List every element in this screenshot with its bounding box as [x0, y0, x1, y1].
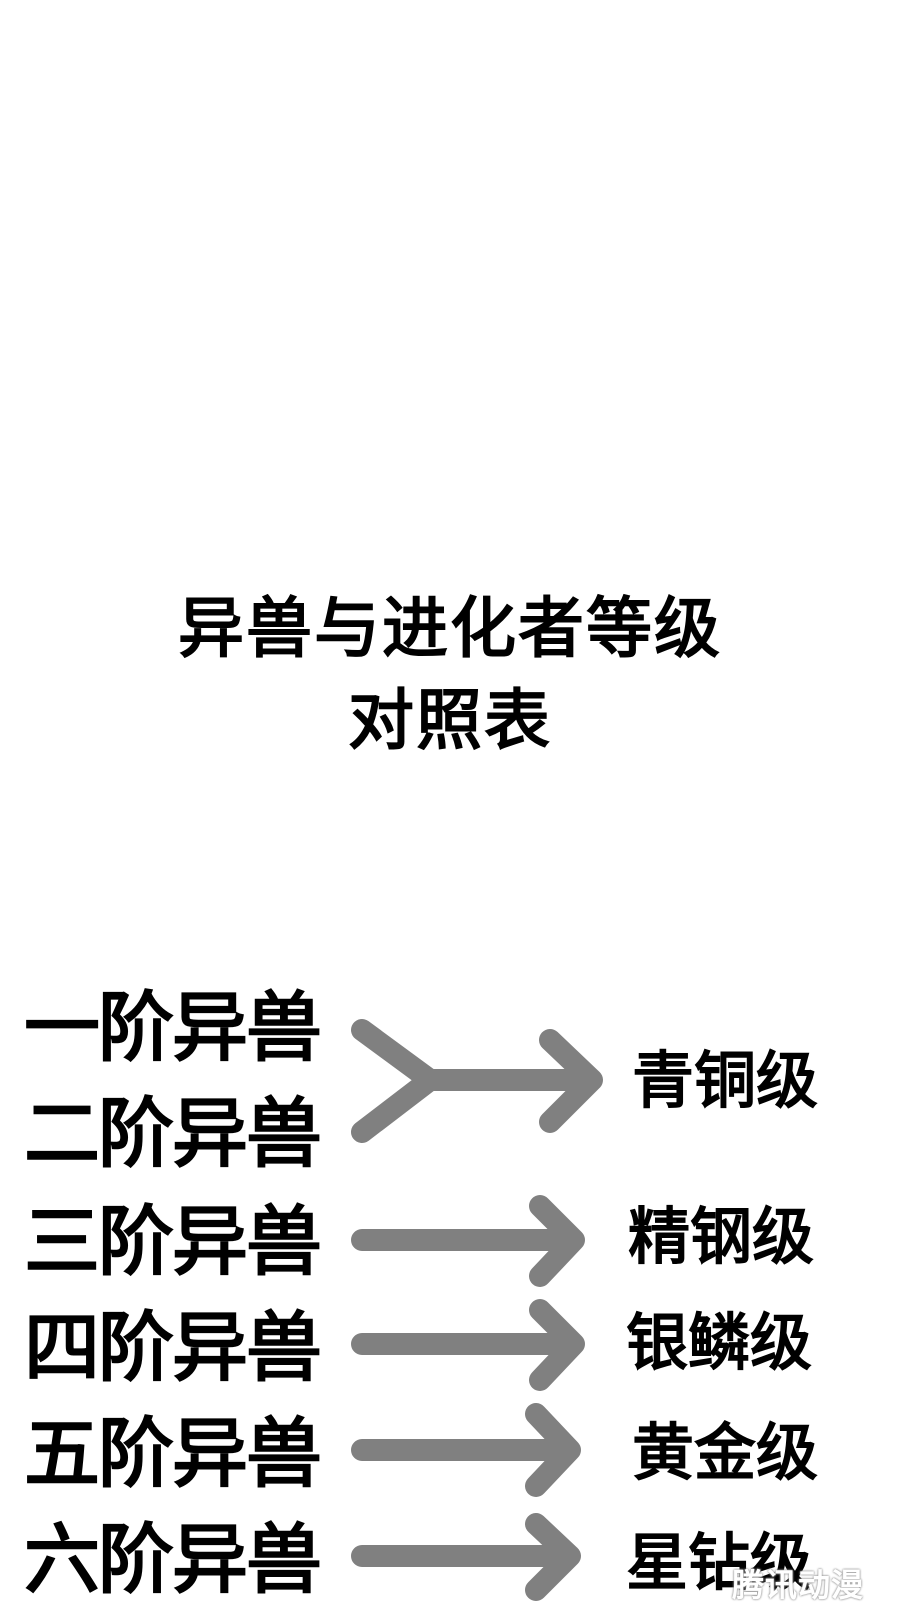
beast-tier-1: 一阶异兽	[24, 983, 322, 1072]
beast-tier-2: 二阶异兽	[24, 1089, 322, 1178]
beast-tier-6: 六阶异兽	[24, 1515, 322, 1604]
arrow-icon-tier-6	[351, 1513, 581, 1601]
grade-steel: 精钢级	[628, 1200, 815, 1273]
beast-tier-4: 四阶异兽	[24, 1303, 322, 1392]
arrow-icon-tier-4	[351, 1299, 585, 1391]
watermark-logo: 腾讯动漫	[731, 1566, 864, 1604]
arrow-icon-tier-5	[351, 1403, 581, 1497]
merge-arrow-icon	[351, 1019, 603, 1143]
beast-tier-3: 三阶异兽	[24, 1197, 322, 1286]
title-line-2: 对照表	[348, 682, 552, 759]
beast-tier-5: 五阶异兽	[24, 1409, 322, 1498]
arrow-icon-tier-3	[351, 1195, 585, 1287]
grade-bronze: 青铜级	[632, 1044, 819, 1117]
grade-star-diamond: 星钻级	[626, 1526, 813, 1599]
grade-gold: 黄金级	[632, 1416, 819, 1489]
title-line-1: 异兽与进化者等级	[178, 590, 722, 667]
grade-silver-scale: 银鳞级	[626, 1306, 813, 1379]
